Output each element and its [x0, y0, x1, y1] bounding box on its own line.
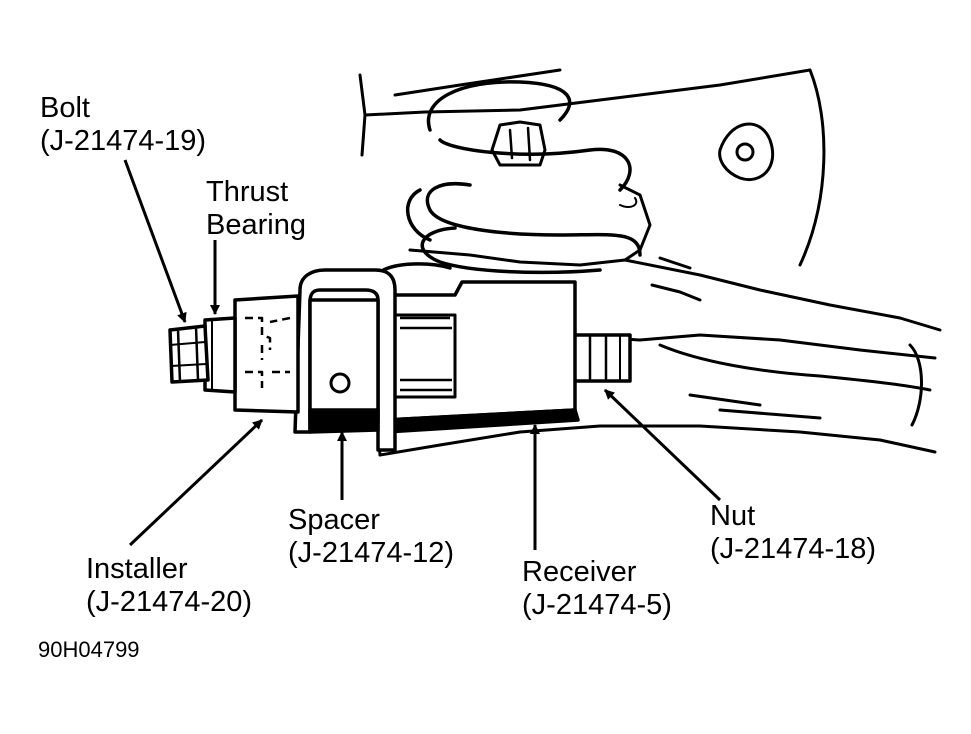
- bolt-part-number: (J-21474-19): [40, 125, 207, 157]
- figure-id: 90H04799: [38, 637, 140, 662]
- bolt-part: [168, 324, 210, 384]
- thrust-bearing-line1: Thrust: [206, 176, 289, 208]
- nut-name: Nut: [710, 500, 756, 532]
- tool-assembly: [168, 268, 632, 452]
- receiver-name: Receiver: [522, 556, 637, 588]
- leader-lines: [123, 159, 722, 550]
- receiver-part: [383, 280, 580, 434]
- nut-arrow: [603, 388, 722, 502]
- nut-part-number: (J-21474-18): [710, 533, 877, 565]
- receiver-part-number: (J-21474-5): [522, 589, 672, 621]
- spacer-name: Spacer: [288, 504, 380, 536]
- thrust-bearing-line2: Bearing: [206, 209, 306, 241]
- receiver-label: Receiver (J-21474-5): [522, 556, 672, 622]
- bolt-arrow: [123, 159, 187, 323]
- installer-part: [233, 294, 300, 414]
- bolt-name: Bolt: [40, 92, 90, 124]
- nut-part: [570, 333, 632, 383]
- nut-label: Nut (J-21474-18): [710, 500, 876, 566]
- installer-label: Installer (J-21474-20): [86, 553, 252, 619]
- installer-name: Installer: [86, 553, 188, 585]
- spacer-label: Spacer (J-21474-12): [288, 504, 454, 570]
- installer-part-number: (J-21474-20): [86, 586, 253, 618]
- installer-arrow: [128, 418, 264, 547]
- coil-spring: [378, 80, 642, 275]
- bolt-label: Bolt (J-21474-19): [40, 92, 206, 158]
- thrust-bearing-label: Thrust Bearing: [206, 176, 306, 242]
- spacer-part-number: (J-21474-12): [288, 537, 455, 569]
- spacer-part: [293, 268, 397, 452]
